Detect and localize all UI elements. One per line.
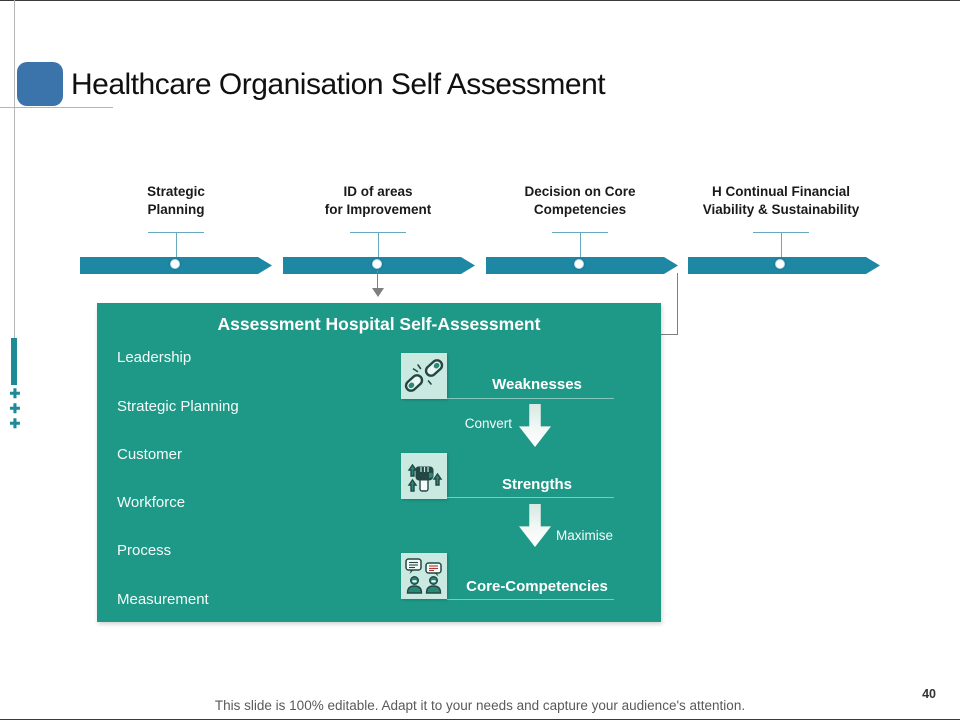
title-guide-line — [0, 107, 113, 108]
step-1-line-1: Strategic — [147, 184, 205, 199]
core-competencies-icon-tile — [401, 553, 447, 599]
category-item: Workforce — [117, 494, 186, 511]
page-number: 40 — [922, 687, 936, 701]
label-connector-stem-3 — [580, 233, 581, 257]
label-connector-bar-4 — [753, 232, 809, 233]
maximise-label: Maximise — [556, 528, 614, 543]
label-connector-stem-1 — [176, 233, 177, 257]
convert-down-arrow-icon — [519, 404, 551, 447]
convert-label: Convert — [464, 416, 512, 431]
assessment-box: Assessment Hospital Self-Assessment Lead… — [97, 303, 661, 622]
label-connector-bar-3 — [552, 232, 608, 233]
step-2-line-1: ID of areas — [343, 184, 413, 199]
title-marker-square — [17, 62, 63, 106]
weaknesses-label: Weaknesses — [492, 376, 582, 393]
category-item: Measurement — [117, 591, 209, 608]
elbow-connector-vertical — [677, 273, 678, 334]
step-2-line-2: for Improvement — [324, 202, 432, 217]
step-1-line-2: Planning — [147, 202, 205, 217]
category-item: Customer — [117, 446, 183, 463]
category-item: Leadership — [117, 349, 192, 366]
step-4-line-2: Viability & Sustainability — [702, 202, 860, 217]
weaknesses-icon-tile — [401, 353, 447, 399]
milestone-circle-1 — [170, 259, 180, 269]
label-connector-stem-2 — [378, 233, 379, 257]
left-accent-bar — [11, 338, 17, 385]
label-connector-stem-4 — [781, 233, 782, 257]
core-competencies-label: Core-Competencies — [466, 578, 608, 595]
timeline-step-label-3: Decision on Core Competencies — [470, 183, 690, 219]
assessment-box-title: Assessment Hospital Self-Assessment — [217, 314, 541, 334]
step-3-line-2: Competencies — [533, 202, 627, 217]
category-item: Strategic Planning — [117, 398, 239, 415]
broken-chain-icon — [404, 359, 444, 392]
timeline-step-label-1: Strategic Planning — [66, 183, 286, 219]
milestone-circle-3 — [574, 259, 584, 269]
step-3-line-1: Decision on Core — [524, 184, 636, 199]
label-connector-bar-1 — [148, 232, 204, 233]
plus-decoration-icons: ✚✚✚ — [9, 386, 21, 431]
label-connector-bar-2 — [350, 232, 406, 233]
timeline-step-label-2: ID of areas for Improvement — [268, 183, 488, 219]
down-connector-line — [377, 270, 378, 288]
strengths-underline — [447, 497, 614, 498]
elbow-connector-horizontal — [661, 334, 678, 335]
left-guide-line — [14, 0, 15, 338]
down-connector-arrowhead-icon — [372, 288, 384, 297]
category-item: Process — [117, 542, 172, 559]
weaknesses-underline — [447, 398, 614, 399]
core-competencies-underline — [447, 599, 614, 600]
footer-note: This slide is 100% editable. Adapt it to… — [214, 698, 746, 713]
strengths-icon-tile — [401, 453, 447, 499]
page-title: Healthcare Organisation Self Assessment — [71, 68, 606, 101]
step-4-line-1: H Continual Financial — [711, 184, 850, 199]
milestone-circle-4 — [775, 259, 785, 269]
timeline-step-label-4: H Continual Financial Viability & Sustai… — [671, 183, 891, 219]
raised-fist-icon — [407, 463, 443, 492]
discussion-icon — [405, 558, 442, 594]
strengths-label: Strengths — [501, 476, 572, 493]
slide-top-border — [0, 0, 960, 1]
milestone-circle-2 — [372, 259, 382, 269]
maximise-down-arrow-icon — [519, 504, 551, 547]
